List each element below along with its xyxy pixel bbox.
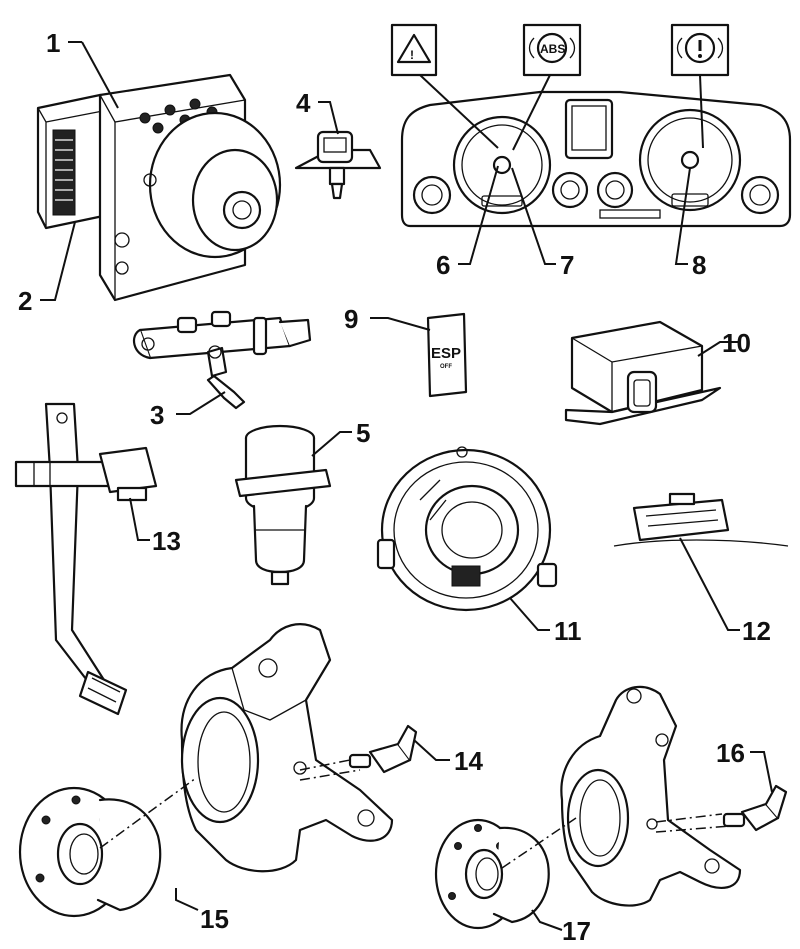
callout-2-leader: [40, 221, 76, 301]
brake-pedal: [14, 402, 158, 716]
warning-triangle-icon: [396, 33, 432, 64]
callout-15: 15: [200, 904, 229, 934]
callout-12-leader: [679, 537, 740, 631]
esp-switch-label: ESP: [431, 345, 461, 362]
callout-13-leader: [129, 497, 150, 541]
instrument-cluster: [400, 90, 792, 228]
warning-lamp-brake: [670, 23, 730, 77]
steering-angle-sensor: [376, 446, 558, 612]
callout-15-leader: [175, 888, 199, 911]
wheel-speed-sensor-rear: [722, 784, 788, 832]
control-module-connector: [52, 129, 76, 216]
brake-master-cylinder: [132, 310, 312, 410]
callout-17-leader: [531, 909, 563, 931]
callout-2: 2: [18, 286, 32, 316]
callout-10-leader: [697, 341, 740, 357]
steering-knuckle-right: [560, 685, 742, 907]
callout-17: 17: [562, 916, 591, 946]
callout-11: 11: [554, 616, 582, 646]
callout-9: 9: [344, 304, 358, 334]
callout-11-leader: [509, 597, 550, 631]
warning-lamp-abs: ABS: [522, 23, 582, 77]
wheel-hub-right: [434, 818, 550, 930]
abs-lamp-icon: [528, 32, 576, 64]
esp-switch-sublabel: OFF: [440, 364, 452, 370]
wheel-hub-left: [18, 786, 162, 918]
callout-3: 3: [150, 400, 164, 430]
callout-8-leader: [674, 167, 691, 265]
callout-12: 12: [742, 616, 771, 646]
abs-lamp-label: ABS: [540, 42, 565, 56]
pressure-sensor: [294, 130, 382, 200]
wheel-speed-sensor-front: [348, 724, 418, 774]
callout-5-leader: [311, 431, 352, 457]
callout-13: 13: [152, 526, 181, 556]
callout-1-leader: [81, 41, 119, 109]
esp-off-switch: ESP OFF: [426, 312, 468, 398]
callout-10: 10: [722, 328, 751, 358]
vacuum-pump: [234, 424, 332, 586]
callout-7-leader: [511, 167, 556, 265]
steering-knuckle-left: [180, 623, 394, 873]
callout-3-leader: [176, 391, 226, 415]
callout-14: 14: [454, 746, 483, 776]
callout-9-leader: [370, 317, 431, 331]
svg-text:!: !: [410, 48, 414, 62]
callout-1: 1: [46, 28, 60, 58]
brake-warning-icon: [676, 32, 724, 64]
warning-lamp-triangle: !: [390, 23, 438, 77]
abs-hydraulic-unit: [36, 73, 282, 302]
callout-16: 16: [716, 738, 745, 768]
callout-4: 4: [296, 88, 311, 118]
callout-6: 6: [436, 250, 450, 280]
callout-7: 7: [560, 250, 574, 280]
diagnostic-connector: [613, 492, 789, 547]
callout-4-leader: [318, 101, 339, 135]
yaw-rate-sensor: [564, 320, 722, 426]
callout-8: 8: [692, 250, 706, 280]
callout-5: 5: [356, 418, 370, 448]
callout-14-leader: [413, 739, 450, 761]
callout-6-leader: [458, 165, 499, 265]
callout-16-leader: [750, 751, 773, 793]
